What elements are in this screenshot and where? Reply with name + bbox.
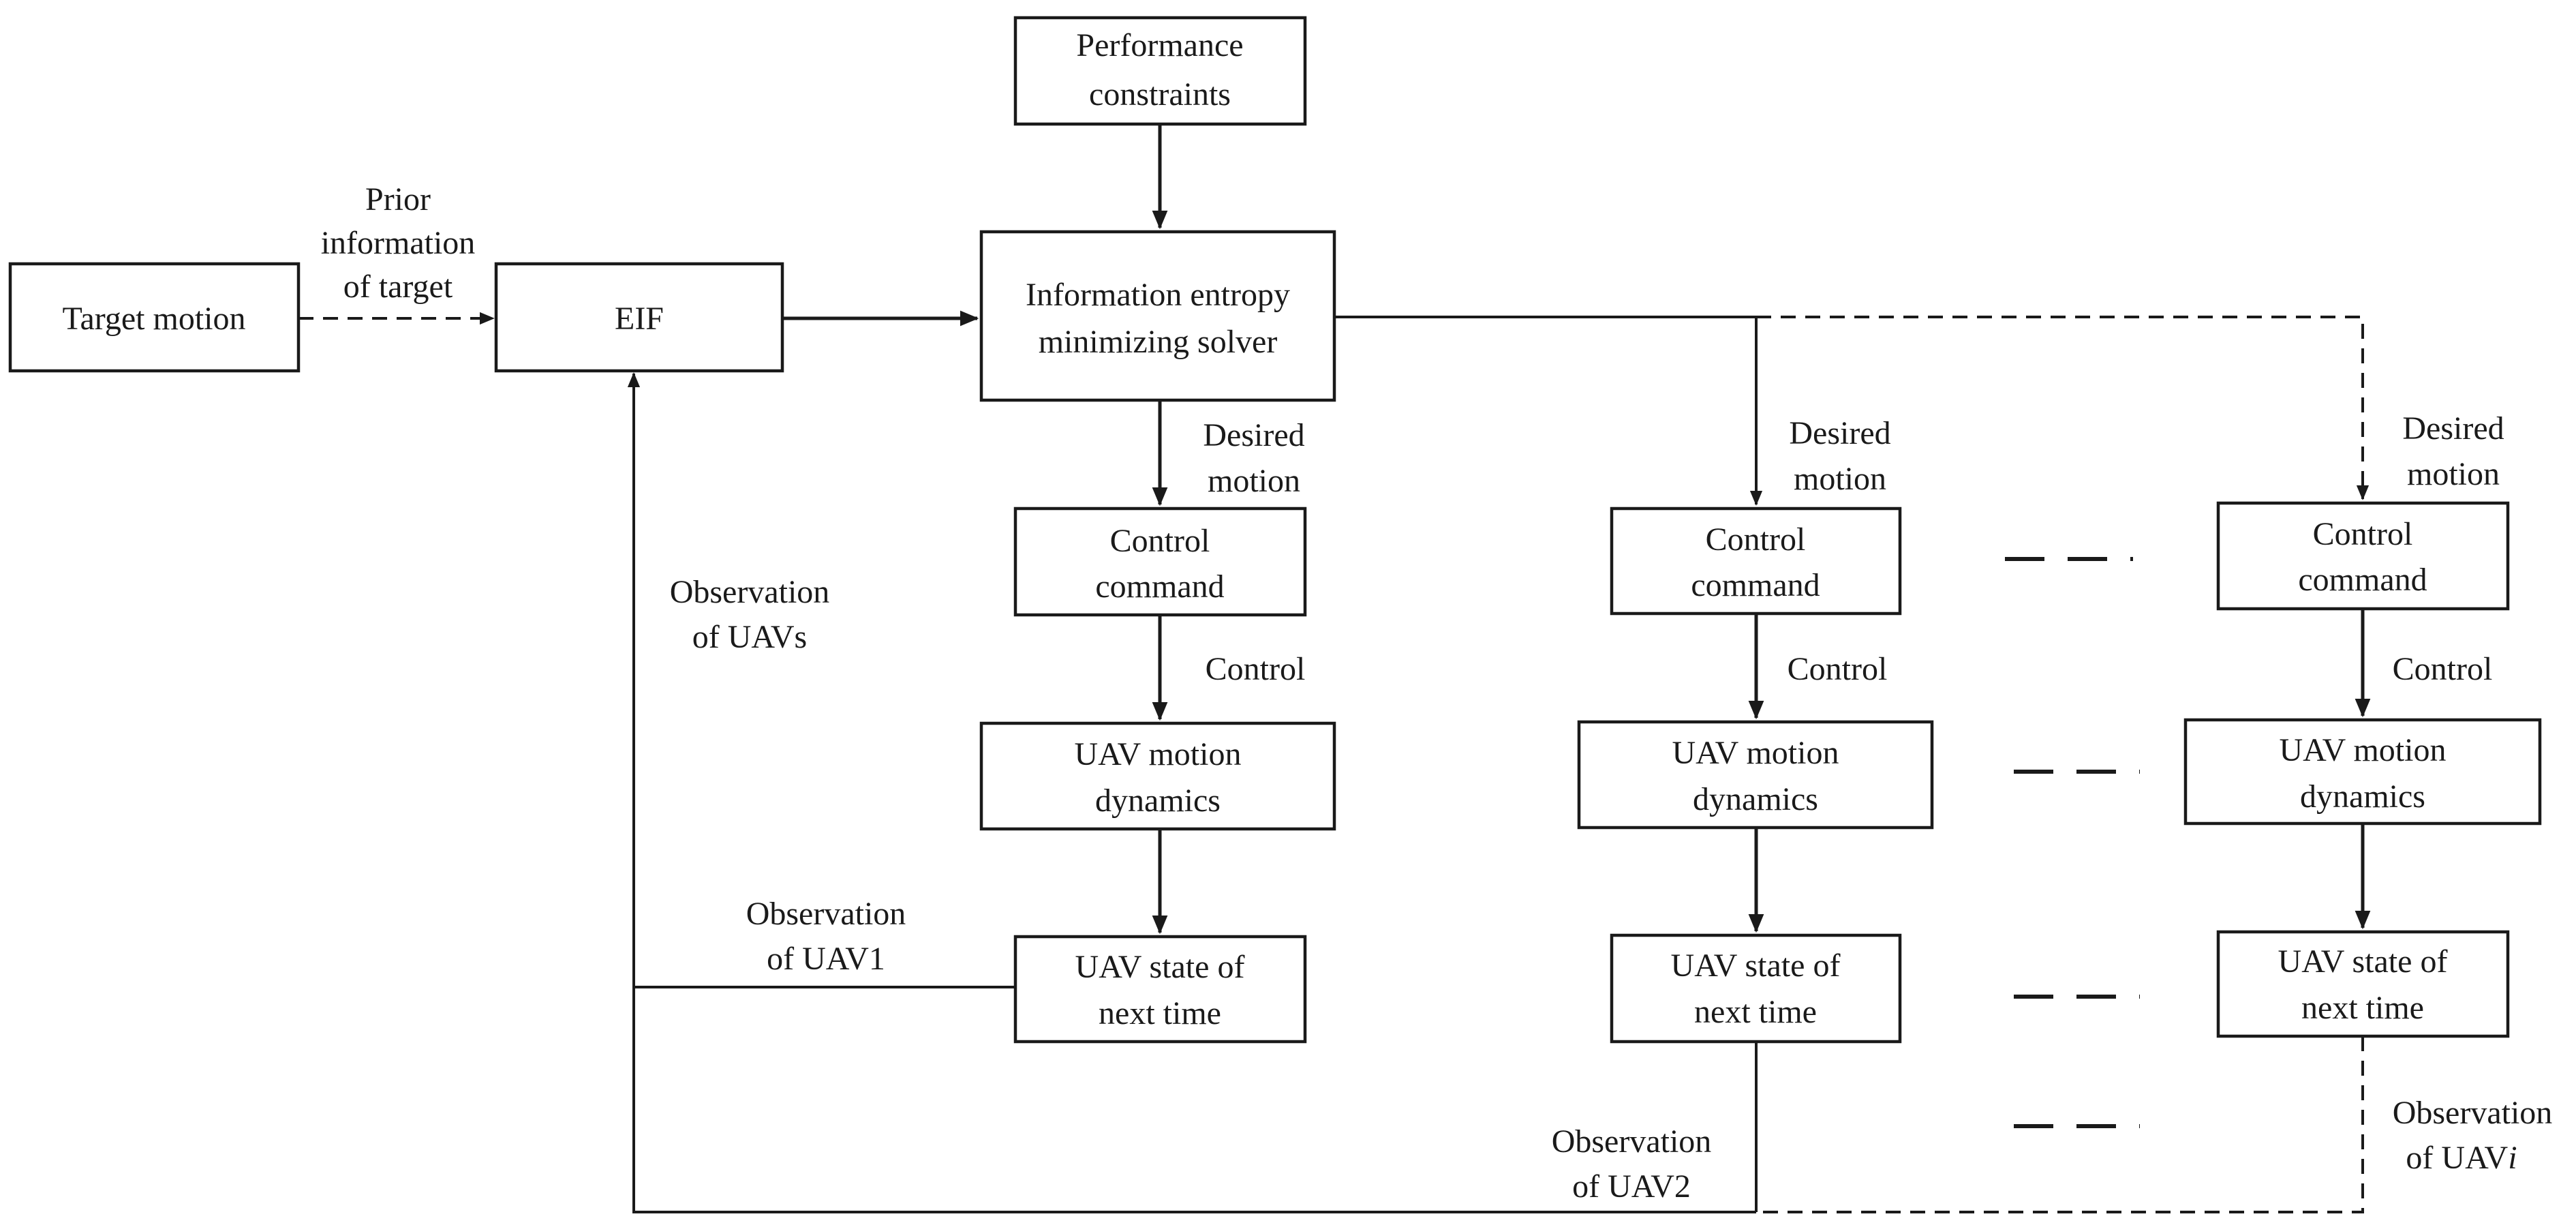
line-solver-to-command-2 [1334,316,1763,506]
command-1-line-2: command [1095,569,1224,605]
desired-motion-label-i: Desired motion [2402,410,2504,492]
connectors [298,124,2371,1213]
observation-uavi-label: Observation of UAVi [2393,1095,2553,1176]
prior-info-line-3: of target [343,269,453,305]
eif-box: EIF [494,262,784,373]
target-motion-label: Target motion [62,301,245,337]
line-feedback-to-eif [627,372,1756,1213]
target-motion-box: Target motion [8,262,301,373]
uav-state-box-i: UAV state of next time [2216,930,2510,1038]
desired-motion-2-line-1: Desired [1789,415,1890,451]
line-observation-uavi [1756,1036,2364,1213]
state-i-line-1: UAV state of [2278,943,2448,980]
solver-line-2: minimizing solver [1039,324,1278,360]
desired-motion-1-line-1: Desired [1203,417,1304,453]
control-command-box-1: Control command [1013,506,1307,617]
uav-dynamics-box-2: UAV motion dynamics [1577,720,1934,830]
uav-state-box-2: UAV state of next time [1610,933,1902,1044]
obs-uav2-line-2: of UAV2 [1572,1168,1691,1205]
control-label-2: Control [1788,651,1888,687]
command-1-line-1: Control [1110,523,1210,559]
obs-uavi-prefix: of UAV [2406,1140,2508,1176]
performance-line-2: constraints [1089,76,1231,112]
desired-motion-1-line-2: motion [1208,463,1300,499]
state-i-line-2: next time [2301,990,2424,1026]
observation-uav1-label: Observation of UAV1 [746,896,906,977]
obs-uavs-line-2: of UAVs [692,619,807,655]
control-label-i: Control [2393,651,2493,687]
dynamics-2-line-2: dynamics [1693,781,1818,817]
obs-uav1-line-1: Observation [746,896,906,932]
observation-uav2-label: Observation of UAV2 [1552,1123,1712,1205]
solver-line-1: Information entropy [1026,277,1290,313]
dynamics-i-line-2: dynamics [2300,778,2425,815]
dynamics-1-line-1: UAV motion [1075,736,1242,772]
dynamics-1-line-2: dynamics [1095,783,1221,819]
desired-motion-2-line-2: motion [1794,461,1886,497]
prior-info-line-1: Prior [365,181,431,217]
command-2-line-1: Control [1706,521,1806,558]
command-i-line-1: Control [2313,516,2413,552]
uav-dynamics-box-i: UAV motion dynamics [2183,718,2542,826]
state-2-line-2: next time [1694,994,1817,1030]
state-2-line-1: UAV state of [1671,948,1841,984]
obs-uavi-line-2: of UAVi [2406,1140,2517,1176]
observation-uavs-label: Observation of UAVs [670,574,830,655]
dynamics-2-line-1: UAV motion [1672,735,1839,771]
command-i-line-2: command [2298,562,2427,598]
prior-info-line-2: information [321,225,476,261]
obs-uavi-index: i [2508,1140,2517,1176]
obs-uavi-line-1: Observation [2393,1095,2553,1131]
desired-motion-label-1: Desired motion [1203,417,1304,499]
obs-uav1-line-2: of UAV1 [767,941,885,977]
performance-line-1: Performance [1076,27,1243,63]
control-label-1: Control [1206,651,1306,687]
control-command-box-2: Control command [1610,506,1902,616]
solver-box: Information entropy minimizing solver [979,230,1336,402]
state-1-line-2: next time [1099,995,1221,1031]
control-command-box-i: Control command [2216,501,2510,611]
obs-uav2-line-1: Observation [1552,1123,1712,1160]
uav-dynamics-box-1: UAV motion dynamics [979,721,1336,831]
command-2-line-2: command [1691,567,1820,603]
state-1-line-1: UAV state of [1075,949,1245,985]
line-solver-to-command-i [1756,316,2370,500]
performance-constraints-box: Performance constraints [1013,16,1307,126]
desired-motion-label-2: Desired motion [1789,415,1890,497]
eif-label: EIF [615,301,664,337]
desired-motion-i-line-1: Desired [2402,410,2504,447]
dynamics-i-line-1: UAV motion [2280,732,2447,768]
uav-state-box-1: UAV state of next time [1013,935,1307,1044]
prior-information-label: Prior information of target [321,181,476,305]
obs-uavs-line-1: Observation [670,574,830,610]
desired-motion-i-line-2: motion [2407,456,2500,492]
